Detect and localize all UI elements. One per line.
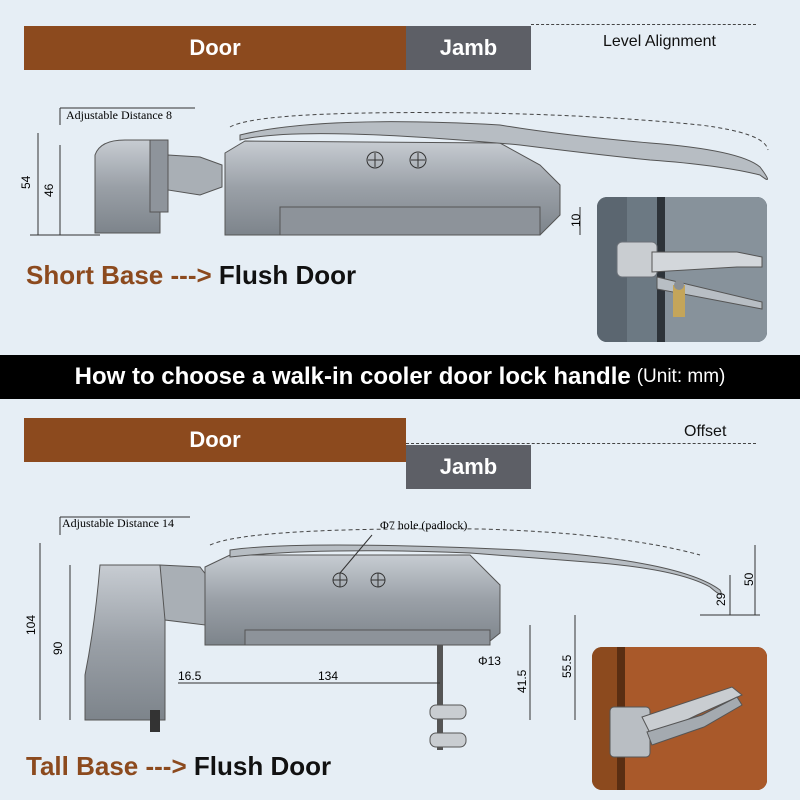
handle-3d-render-photo-icon xyxy=(592,647,767,790)
banner-unit: (Unit: mm) xyxy=(636,366,726,387)
top-jamb-label: Jamb xyxy=(439,35,498,60)
title-banner: How to choose a walk-in cooler door lock… xyxy=(0,355,800,399)
bottom-handle-diagram: Adjustable Distance 14 Φ7 hole (padlock)… xyxy=(24,516,760,750)
top-dim-54: 54 xyxy=(19,175,33,189)
bottom-dim-55-5: 55.5 xyxy=(560,654,574,678)
banner-title: How to choose a walk-in cooler door lock… xyxy=(74,363,631,390)
bottom-dim-104: 104 xyxy=(24,615,38,635)
bottom-caption-arrow: ---> xyxy=(145,751,187,781)
bottom-adjustable-label: Adjustable Distance 14 xyxy=(62,516,174,530)
top-handle-diagram: Adjustable Distance 8 54 46 10 xyxy=(19,107,769,236)
handle-on-door-photo-icon xyxy=(597,197,767,342)
top-door-label: Door xyxy=(189,35,241,60)
top-caption-arrow: ---> xyxy=(170,260,212,290)
top-jamb-bar: Jamb xyxy=(406,26,531,70)
bottom-dim-16-5: 16.5 xyxy=(178,669,202,683)
bottom-offset-line xyxy=(406,443,756,444)
padlock-label: Φ7 hole (padlock) xyxy=(380,518,467,532)
bottom-dim-41-5: 41.5 xyxy=(515,669,529,693)
top-alignment-line xyxy=(531,24,756,25)
top-caption: Short Base ---> Flush Door xyxy=(26,260,356,291)
top-dim-46: 46 xyxy=(42,183,56,197)
top-caption-accent: Short Base xyxy=(26,260,164,290)
bottom-dim-90: 90 xyxy=(51,641,65,655)
bottom-caption: Tall Base ---> Flush Door xyxy=(26,751,331,782)
top-adjustable-label: Adjustable Distance 8 xyxy=(66,108,172,122)
bottom-dim-hole: Φ13 xyxy=(478,654,501,668)
bottom-door-bar: Door xyxy=(24,418,406,462)
bottom-dim-134: 134 xyxy=(318,669,338,683)
bottom-dim-29: 29 xyxy=(714,592,728,606)
top-door-bar: Door xyxy=(24,26,406,70)
bottom-door-label: Door xyxy=(189,427,241,452)
top-alignment-label: Level Alignment xyxy=(603,33,716,50)
bottom-jamb-bar: Jamb xyxy=(406,445,531,489)
bottom-caption-accent: Tall Base xyxy=(26,751,139,781)
top-photo xyxy=(597,197,767,342)
top-caption-rest: Flush Door xyxy=(218,260,357,290)
bottom-offset-label: Offset xyxy=(684,423,727,440)
bottom-dim-50: 50 xyxy=(742,572,756,586)
bottom-caption-rest: Flush Door xyxy=(193,751,332,781)
top-dim-10: 10 xyxy=(569,213,583,227)
bottom-jamb-label: Jamb xyxy=(439,454,498,479)
bottom-photo xyxy=(592,647,767,790)
